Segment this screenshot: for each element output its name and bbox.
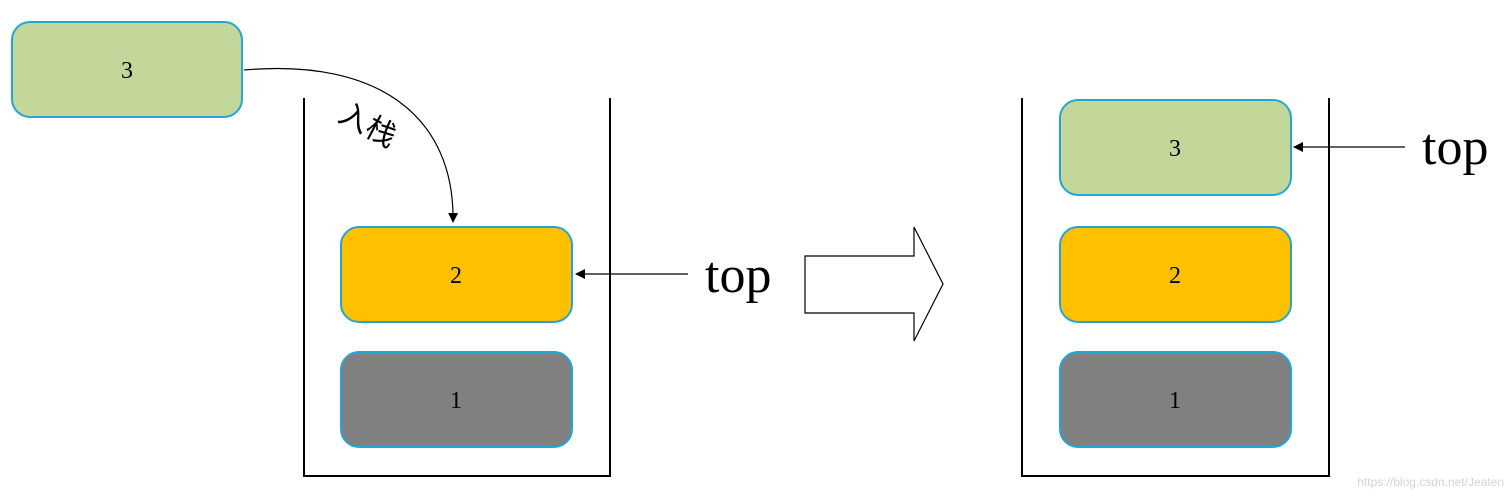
hollow-right-arrow-icon (804, 226, 944, 342)
right-top-label: top (1422, 119, 1488, 176)
incoming-block-3: 3 (11, 21, 243, 118)
right-stack-block-3: 3 (1059, 99, 1292, 196)
left-stack-block-1: 1 (340, 351, 573, 448)
right-block-1-label: 1 (1169, 388, 1181, 414)
right-stack-container (1021, 98, 1330, 477)
watermark-text: https://blog.csdn.net/Jeaten (1357, 475, 1504, 489)
push-label: 入栈 (333, 96, 402, 155)
left-block-2-label: 2 (450, 263, 462, 289)
left-stack: 2 1 3 入栈 top (11, 21, 771, 477)
left-stack-container (303, 98, 611, 477)
right-block-3-label: 3 (1169, 136, 1181, 162)
incoming-block-label: 3 (121, 58, 133, 84)
push-arrow (243, 67, 459, 223)
left-top-label: top (705, 247, 771, 304)
right-stack-block-1: 1 (1059, 351, 1292, 448)
left-stack-block-2: 2 (340, 226, 573, 323)
right-stack: 3 2 1 top (1021, 98, 1488, 477)
right-stack-block-2: 2 (1059, 226, 1292, 323)
left-block-1-label: 1 (450, 388, 462, 414)
right-block-2-label: 2 (1169, 263, 1181, 289)
